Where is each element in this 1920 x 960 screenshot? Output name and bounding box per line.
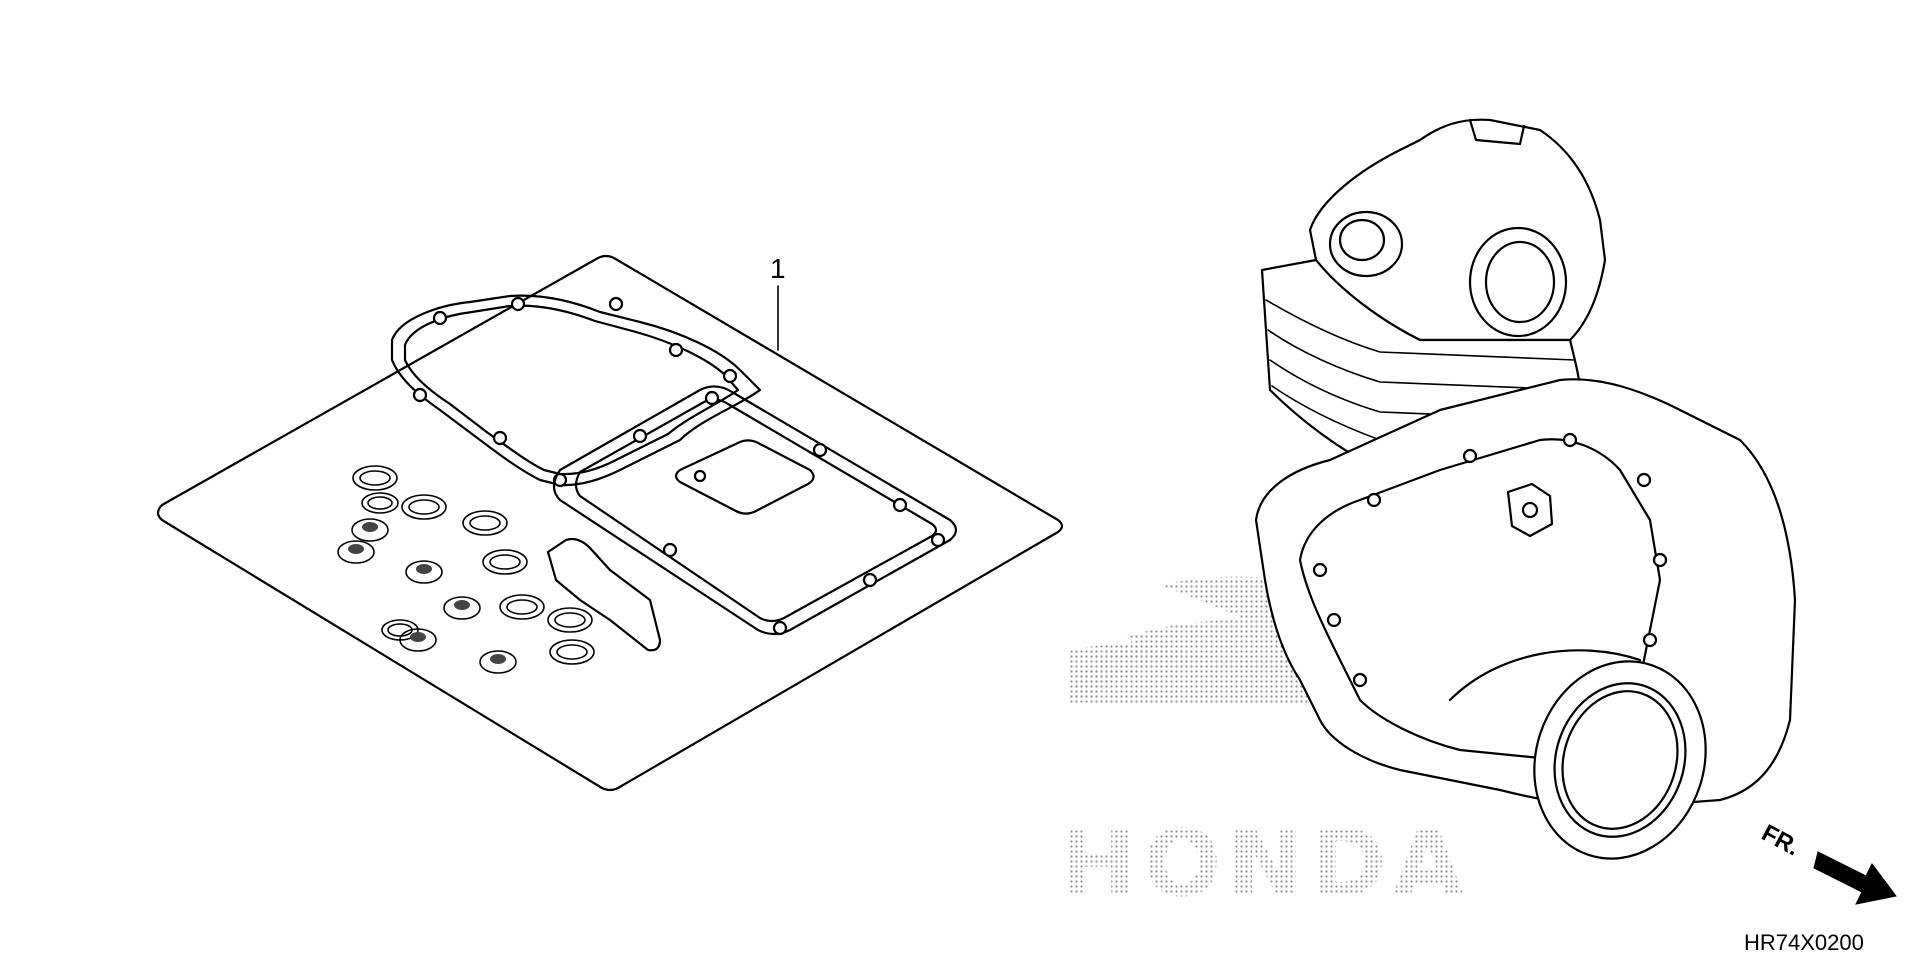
cover-gasket <box>390 294 762 487</box>
o-rings <box>352 465 595 665</box>
sealing-washers <box>337 518 517 674</box>
cam-cap-right <box>1468 226 1568 338</box>
small-plate-gasket <box>546 537 662 652</box>
engine-illustration <box>1254 118 1797 860</box>
honda-wordmark: HONDA <box>1060 810 1470 917</box>
cover-gasket-bolt-holes <box>412 296 738 488</box>
callout-number[interactable]: 1 <box>770 253 786 284</box>
front-label: FR. <box>1757 819 1804 861</box>
crankcase-cover-seal <box>1533 660 1707 860</box>
front-arrow-icon <box>1813 851 1897 905</box>
gasket-kit-sheet <box>156 254 1064 792</box>
front-direction-indicator: FR. <box>1757 819 1897 905</box>
oil-pan-gasket <box>552 385 958 636</box>
flange-gasket <box>1506 482 1554 538</box>
kit-backing-sheet <box>156 254 1064 792</box>
callout-1[interactable]: 1 <box>770 253 786 351</box>
inspection-gasket <box>674 439 815 515</box>
diagram-code: HR74X0200 <box>1744 930 1864 955</box>
oil-pan-gasket-bolt-holes <box>632 390 946 636</box>
cam-cap-left <box>1328 210 1404 278</box>
